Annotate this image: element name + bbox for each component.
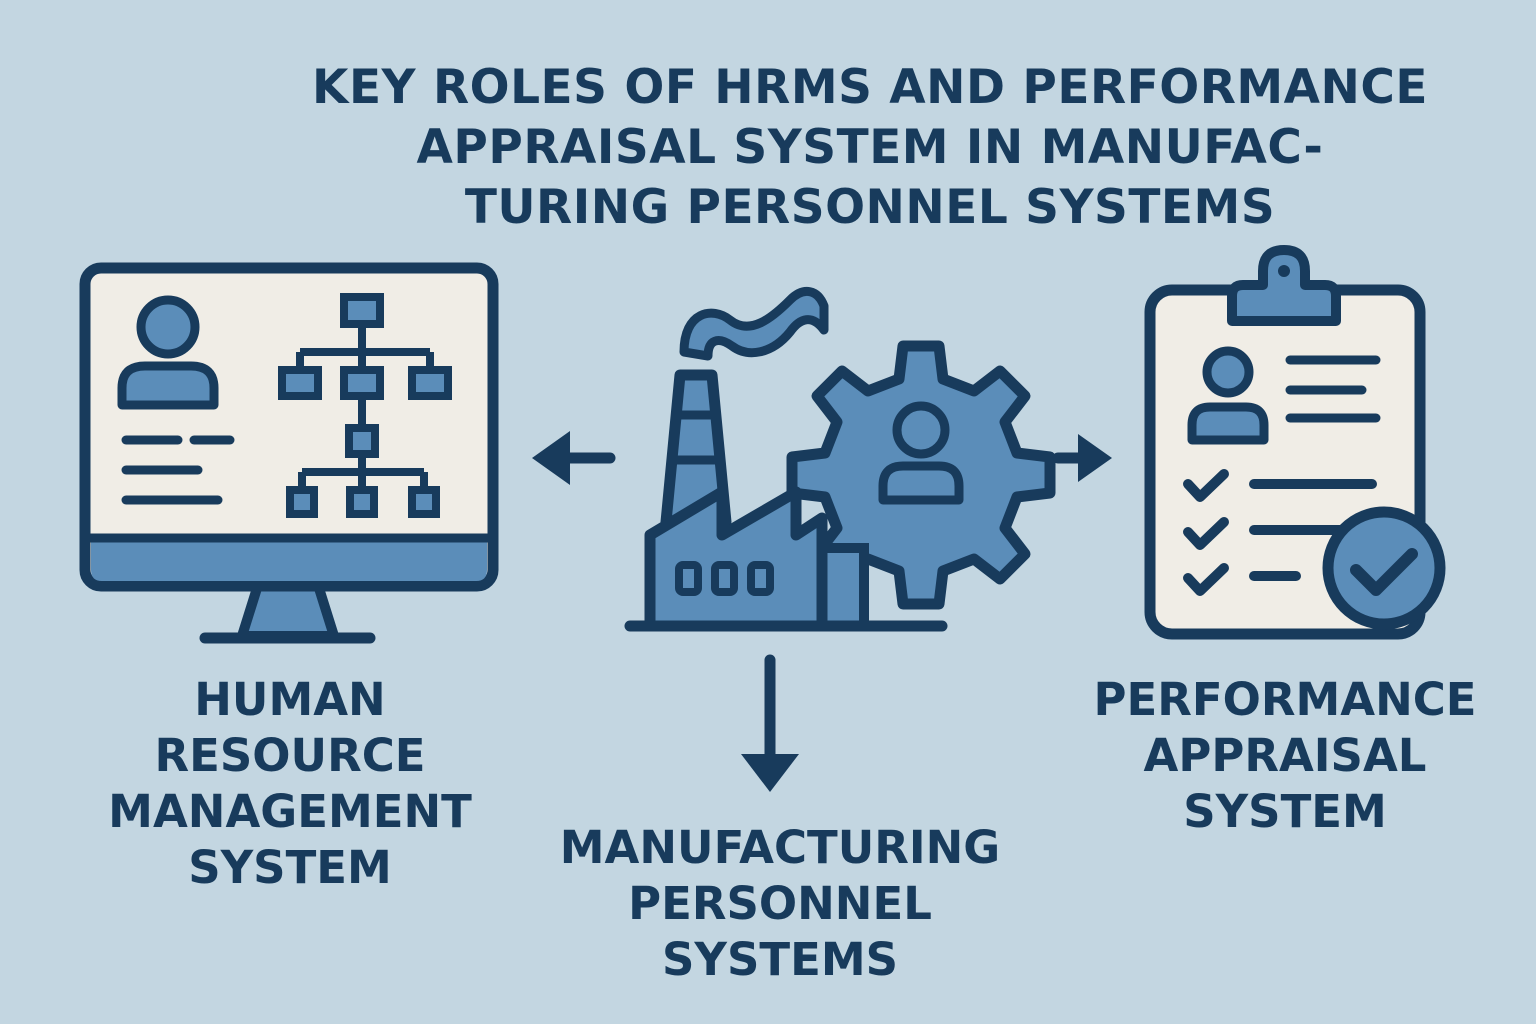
approval-check-icon: [1322, 506, 1446, 630]
checklist: [1183, 469, 1377, 596]
manufacturing-label-line: SYSTEMS: [661, 933, 899, 986]
title-line-1: KEY ROLES OF HRMS AND PERFORMANCE: [312, 60, 1428, 115]
factory-gear-person-icon: [624, 287, 1056, 632]
appraisal-label-line: PERFORMANCE: [1093, 673, 1477, 726]
org-chart-icon-secondary: [286, 424, 440, 518]
arrow-right-icon: [1052, 434, 1112, 482]
hrms-label-line: SYSTEM: [188, 841, 392, 894]
person-icon: [1187, 346, 1269, 445]
arrow-left-icon: [532, 431, 616, 485]
hrms-label-line: RESOURCE: [154, 729, 426, 782]
org-chart-icon: [278, 293, 452, 428]
person-icon: [117, 295, 219, 410]
gear-icon: [786, 340, 1056, 610]
text-lines: [121, 435, 235, 505]
manufacturing-label-line: MANUFACTURING: [559, 821, 1001, 874]
clipboard-clip-icon: [1227, 245, 1341, 326]
smoke-icon: [679, 287, 829, 361]
appraisal-label-line: APPRAISAL: [1143, 729, 1427, 782]
manufacturing-label-line: PERSONNEL: [628, 877, 932, 930]
hrms-label: HUMAN RESOURCE MANAGEMENT SYSTEM: [60, 672, 520, 896]
appraisal-label: PERFORMANCE APPRAISAL SYSTEM: [1050, 672, 1520, 840]
hrms-label-line: MANAGEMENT: [108, 785, 472, 838]
diagram-title: KEY ROLES OF HRMS AND PERFORMANCE APPRAI…: [290, 58, 1450, 238]
hrms-label-line: HUMAN: [194, 673, 386, 726]
arrow-down-icon: [741, 654, 799, 792]
manufacturing-label: MANUFACTURING PERSONNEL SYSTEMS: [510, 820, 1050, 988]
clipboard-checklist-icon: [1144, 245, 1446, 640]
computer-monitor-org-chart-icon: [79, 262, 499, 644]
title-line-2: APPRAISAL SYSTEM IN MANUFAC-: [416, 120, 1324, 175]
title-line-3: TURING PERSONNEL SYSTEMS: [464, 180, 1276, 235]
appraisal-label-line: SYSTEM: [1183, 785, 1387, 838]
